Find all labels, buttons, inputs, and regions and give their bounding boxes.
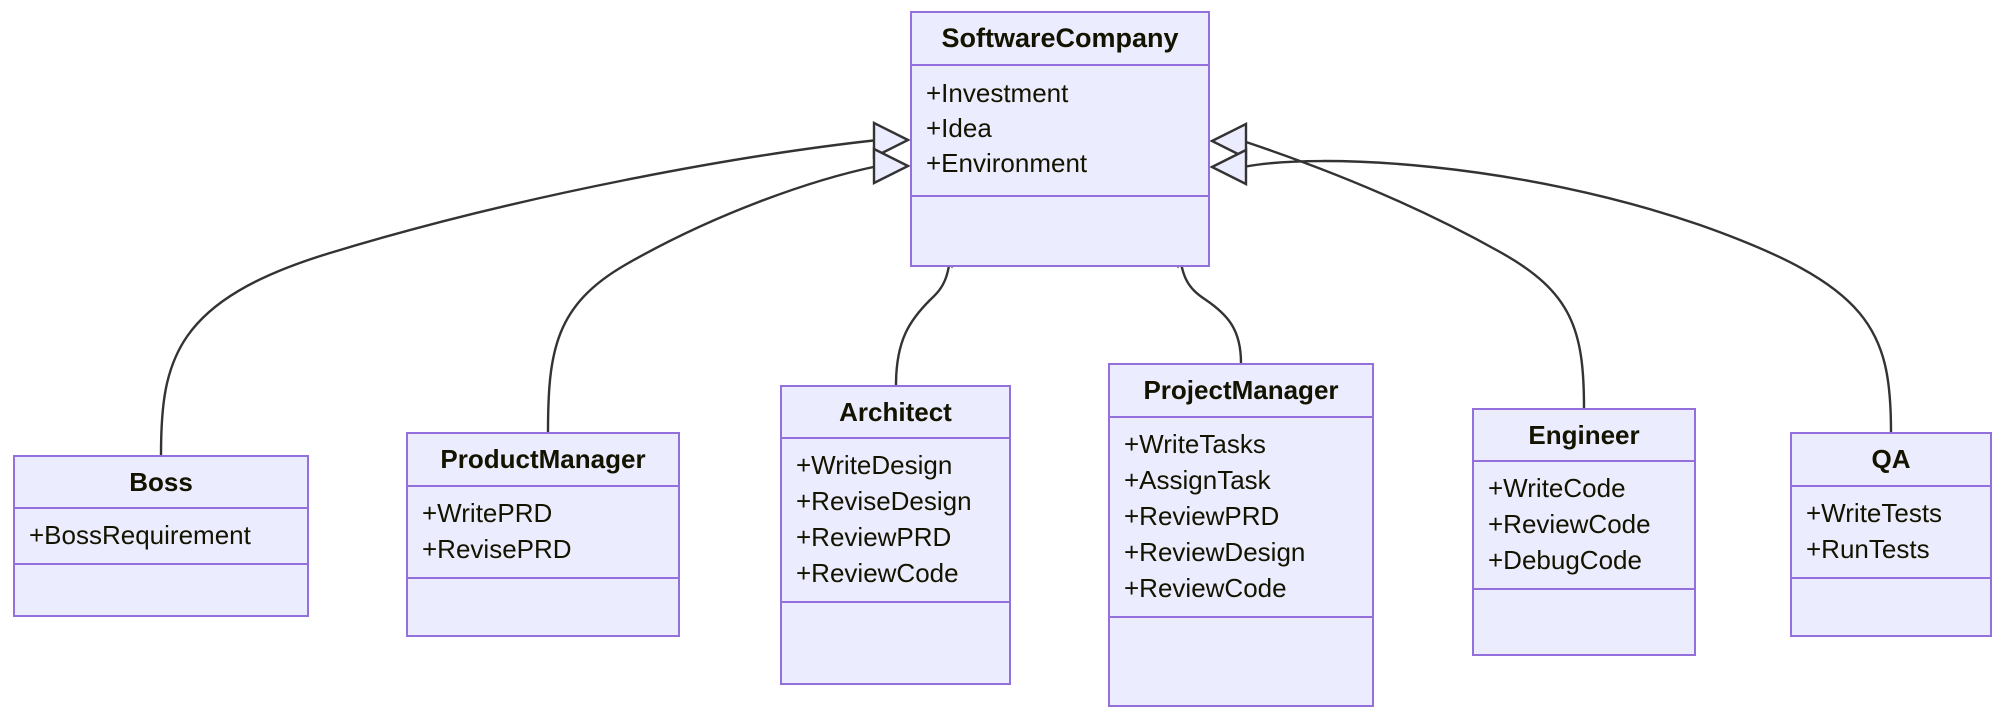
arrowhead-inheritance-boss	[872, 121, 911, 159]
class-attributes-qa: +WriteTests +RunTests	[1792, 487, 1990, 579]
class-member: +Environment	[926, 148, 1088, 178]
class-member: +BossRequirement	[29, 520, 251, 550]
class-member: +WritePRD	[422, 498, 553, 528]
class-member: +ReviewCode	[1488, 509, 1651, 539]
class-member: +WriteDesign	[796, 450, 953, 480]
class-member: +ReviewDesign	[1124, 537, 1306, 567]
class-member: +ReviseDesign	[796, 486, 972, 516]
class-node-productmanager[interactable]: ProductManager +WritePRD +RevisePRD	[406, 432, 680, 637]
class-node-projectmanager[interactable]: ProjectManager +WriteTasks +AssignTask +…	[1108, 363, 1374, 707]
class-title-boss: Boss	[15, 457, 307, 509]
class-member: +RevisePRD	[422, 534, 572, 564]
class-title-architect: Architect	[782, 387, 1009, 439]
class-node-engineer[interactable]: Engineer +WriteCode +ReviewCode +DebugCo…	[1472, 408, 1696, 656]
class-title-productmanager: ProductManager	[408, 434, 678, 487]
class-title-softwarecompany: SoftwareCompany	[912, 13, 1208, 66]
class-node-qa[interactable]: QA +WriteTests +RunTests	[1790, 432, 1992, 637]
class-member: +RunTests	[1806, 534, 1930, 564]
class-member: +ReviewPRD	[1124, 501, 1280, 531]
class-attributes-productmanager: +WritePRD +RevisePRD	[408, 487, 678, 579]
class-node-boss[interactable]: Boss +BossRequirement	[13, 455, 309, 617]
class-node-architect[interactable]: Architect +WriteDesign +ReviseDesign +Re…	[780, 385, 1011, 685]
class-member: +Idea	[926, 113, 992, 143]
class-methods-qa	[1792, 579, 1990, 635]
class-methods-engineer	[1474, 590, 1694, 654]
class-attributes-boss: +BossRequirement	[15, 509, 307, 565]
class-member: +DebugCode	[1488, 545, 1642, 575]
class-attributes-projectmanager: +WriteTasks +AssignTask +ReviewPRD +Revi…	[1110, 418, 1372, 618]
class-member: +ReviewCode	[1124, 573, 1287, 603]
class-attributes-engineer: +WriteCode +ReviewCode +DebugCode	[1474, 462, 1694, 590]
class-member: +WriteTasks	[1124, 429, 1266, 459]
class-methods-architect	[782, 603, 1009, 683]
class-member: +WriteCode	[1488, 473, 1626, 503]
class-member: +Investment	[926, 78, 1069, 108]
class-member: +ReviewCode	[796, 558, 959, 588]
class-member: +WriteTests	[1806, 498, 1943, 528]
arrowhead-inheritance-productmanager	[872, 147, 911, 185]
class-attributes-softwarecompany: +Investment +Idea +Environment	[912, 66, 1208, 197]
class-methods-softwarecompany	[912, 197, 1208, 265]
class-title-qa: QA	[1792, 434, 1990, 487]
class-member: +AssignTask	[1124, 465, 1271, 495]
class-member: +ReviewPRD	[796, 522, 952, 552]
class-title-projectmanager: ProjectManager	[1110, 365, 1372, 418]
arrowhead-inheritance-engineer	[1209, 122, 1248, 160]
edge-boss-to-softwarecompany	[159, 138, 879, 456]
class-methods-productmanager	[408, 579, 678, 635]
class-node-softwarecompany[interactable]: SoftwareCompany +Investment +Idea +Envir…	[910, 11, 1210, 267]
arrowhead-inheritance-qa	[1209, 148, 1248, 186]
class-methods-projectmanager	[1110, 618, 1372, 705]
class-title-engineer: Engineer	[1474, 410, 1694, 462]
class-attributes-architect: +WriteDesign +ReviseDesign +ReviewPRD +R…	[782, 439, 1009, 603]
class-methods-boss	[15, 565, 307, 615]
